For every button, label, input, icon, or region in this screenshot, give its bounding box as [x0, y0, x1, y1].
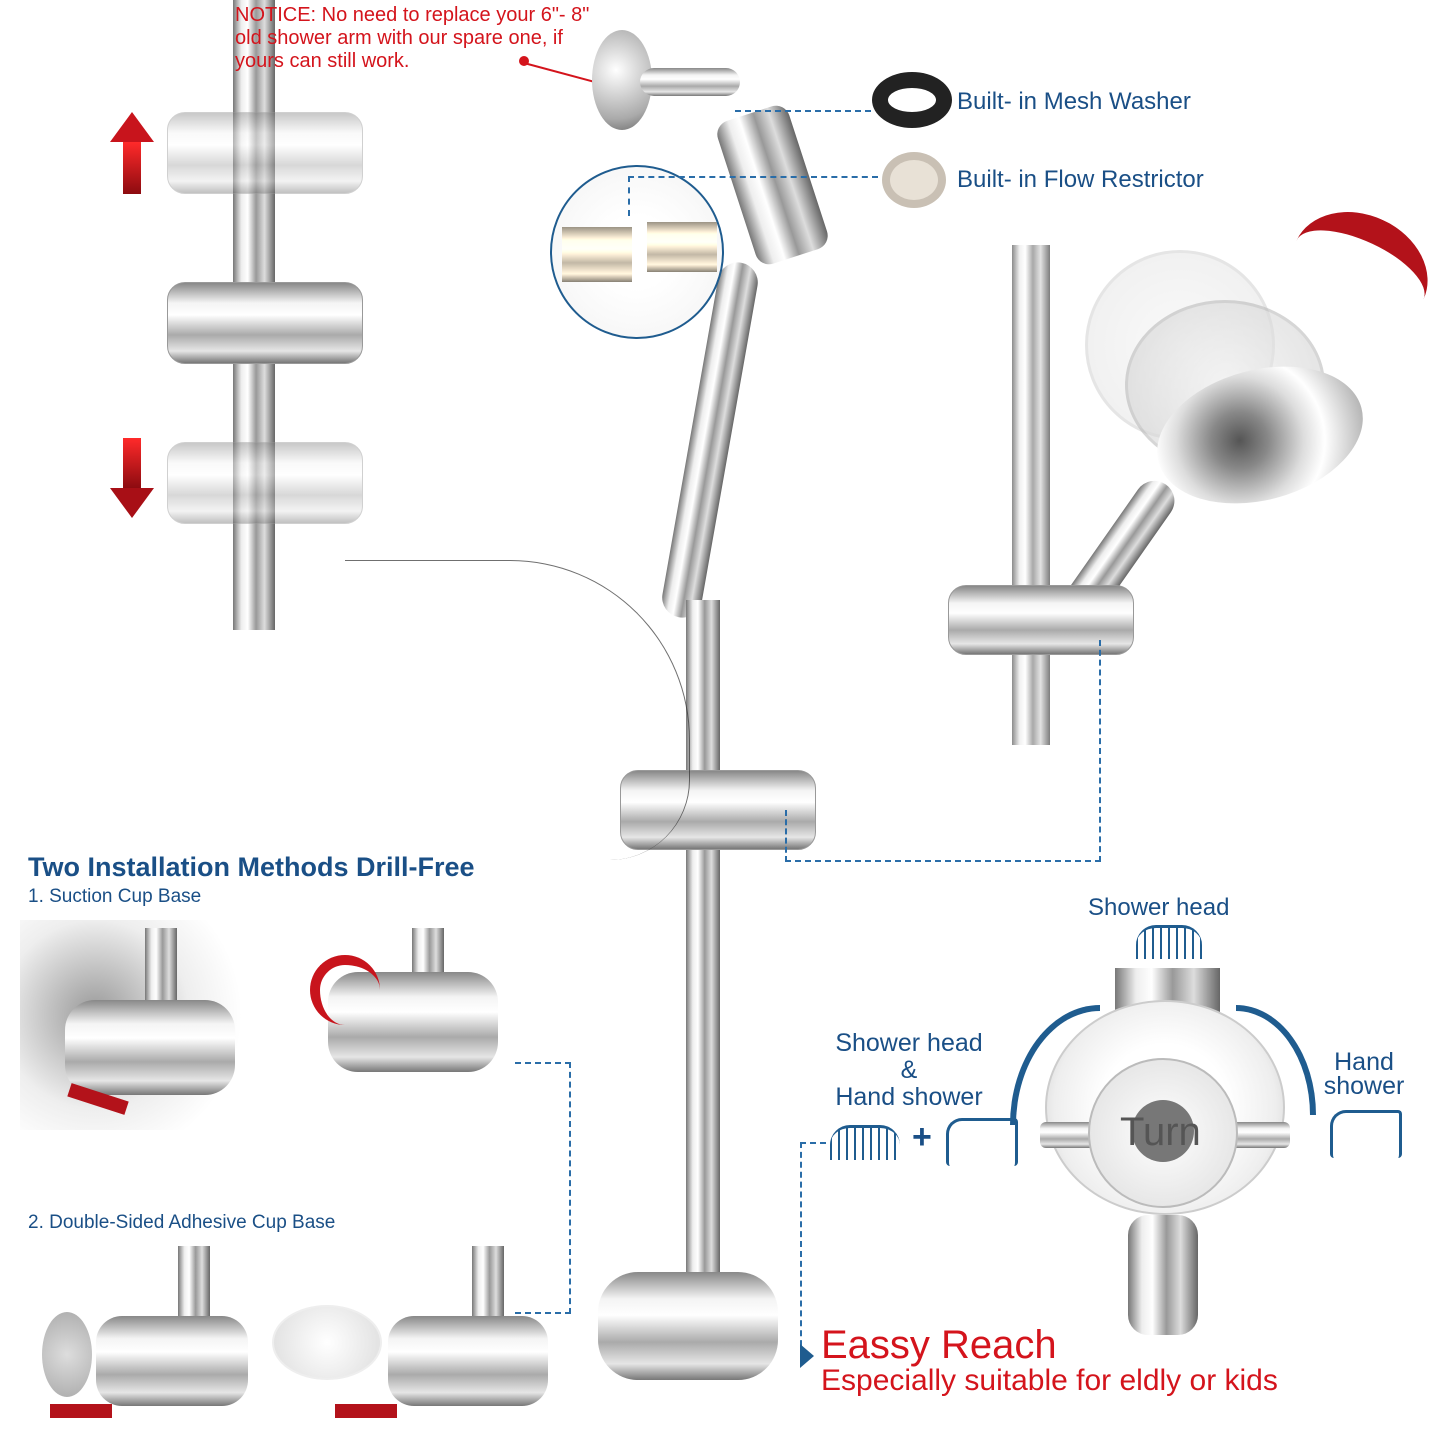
reach-leader: [800, 1142, 826, 1356]
notice-line-1: NOTICE: No need to replace your 6"- 8": [235, 4, 590, 26]
right-line-2: shower: [1323, 1072, 1405, 1100]
clamp-middle: [167, 282, 363, 364]
left-line-2: &: [900, 1056, 918, 1084]
adhesive-body-2: [388, 1316, 548, 1406]
rail-right: [1012, 245, 1050, 745]
clamp-leader-left: [785, 810, 787, 862]
flow-restrictor-label: Built- in Flow Restrictor: [957, 166, 1204, 193]
washer-leader-2: [628, 176, 878, 216]
suction-body-1: [65, 1000, 235, 1095]
diverter-left-label: Shower head & Hand shower: [826, 1030, 992, 1111]
diverter-top-label: Shower head: [1088, 894, 1230, 921]
reach-arrow-icon: [800, 1344, 814, 1368]
hand-shower-icon-left: [946, 1118, 1018, 1166]
handshower-clamp: [948, 585, 1134, 655]
adhesive-body-1: [96, 1316, 248, 1406]
shower-arm: [640, 68, 740, 96]
rotate-arrow-icon: [1273, 190, 1447, 350]
arrow-left-red-icon: [50, 1404, 112, 1418]
left-line-3: Hand shower: [835, 1083, 983, 1111]
turn-label: Turn: [1120, 1110, 1201, 1154]
left-line-1: Shower head: [835, 1029, 983, 1057]
arrow-down-icon: [110, 438, 154, 518]
plus-sign: +: [912, 1118, 932, 1156]
suction-pipe-1: [145, 928, 177, 1008]
installation-method-2: 2. Double-Sided Adhesive Cup Base: [28, 1212, 336, 1233]
adhesive-pipe-2: [472, 1246, 504, 1326]
mesh-washer-icon: [872, 72, 952, 128]
clamp-ghost-top: [167, 112, 363, 194]
rotate-arrow-small-icon: [310, 955, 380, 1025]
mesh-washer-label: Built- in Mesh Washer: [957, 88, 1191, 115]
thread-detail-circle: [550, 165, 724, 339]
reach-subtitle: Especially suitable for eldly or kids: [821, 1364, 1278, 1397]
flow-restrictor-icon: [882, 152, 946, 208]
notice-line-3: yours can still work.: [235, 50, 410, 72]
washer-leader-1: [735, 110, 871, 112]
notice-line-2: old shower arm with our spare one, if: [235, 27, 563, 49]
rotate-right-arrow-icon: [1236, 1005, 1316, 1115]
installation-method-1: 1. Suction Cup Base: [28, 886, 202, 907]
hand-shower-icon-right: [1330, 1110, 1402, 1158]
notice-text: NOTICE: No need to replace your 6"- 8" o…: [235, 4, 589, 73]
rotate-left-arrow-icon: [1010, 1005, 1100, 1125]
arrow-up-icon: [110, 112, 154, 194]
diverter-right-label: Hand shower: [1316, 1048, 1412, 1100]
adhesive-pipe-1: [178, 1246, 210, 1326]
clamp-leader: [785, 640, 1101, 862]
main-rail: [686, 600, 720, 1320]
right-line-1: Hand: [1334, 1048, 1394, 1076]
clamp-ghost-bottom: [167, 442, 363, 524]
turn-dot: [1132, 1100, 1194, 1162]
shower-head-icon-top: [1136, 925, 1202, 959]
bottom-bracket: [598, 1272, 778, 1380]
hose-connector: [1128, 1215, 1198, 1335]
shower-head-icon: [830, 1125, 900, 1160]
adhesive-pad: [272, 1305, 382, 1380]
diverter-knob[interactable]: [1088, 1058, 1238, 1208]
suction-leader: [515, 1062, 571, 1314]
adhesive-disc-1: [42, 1312, 92, 1397]
notice-pointer: [519, 56, 529, 66]
installation-title: Two Installation Methods Drill-Free: [28, 852, 475, 882]
reach-title: Eassy Reach: [821, 1323, 1057, 1367]
arrow-right-red-icon: [335, 1404, 397, 1418]
hand-illustration: [345, 560, 690, 860]
